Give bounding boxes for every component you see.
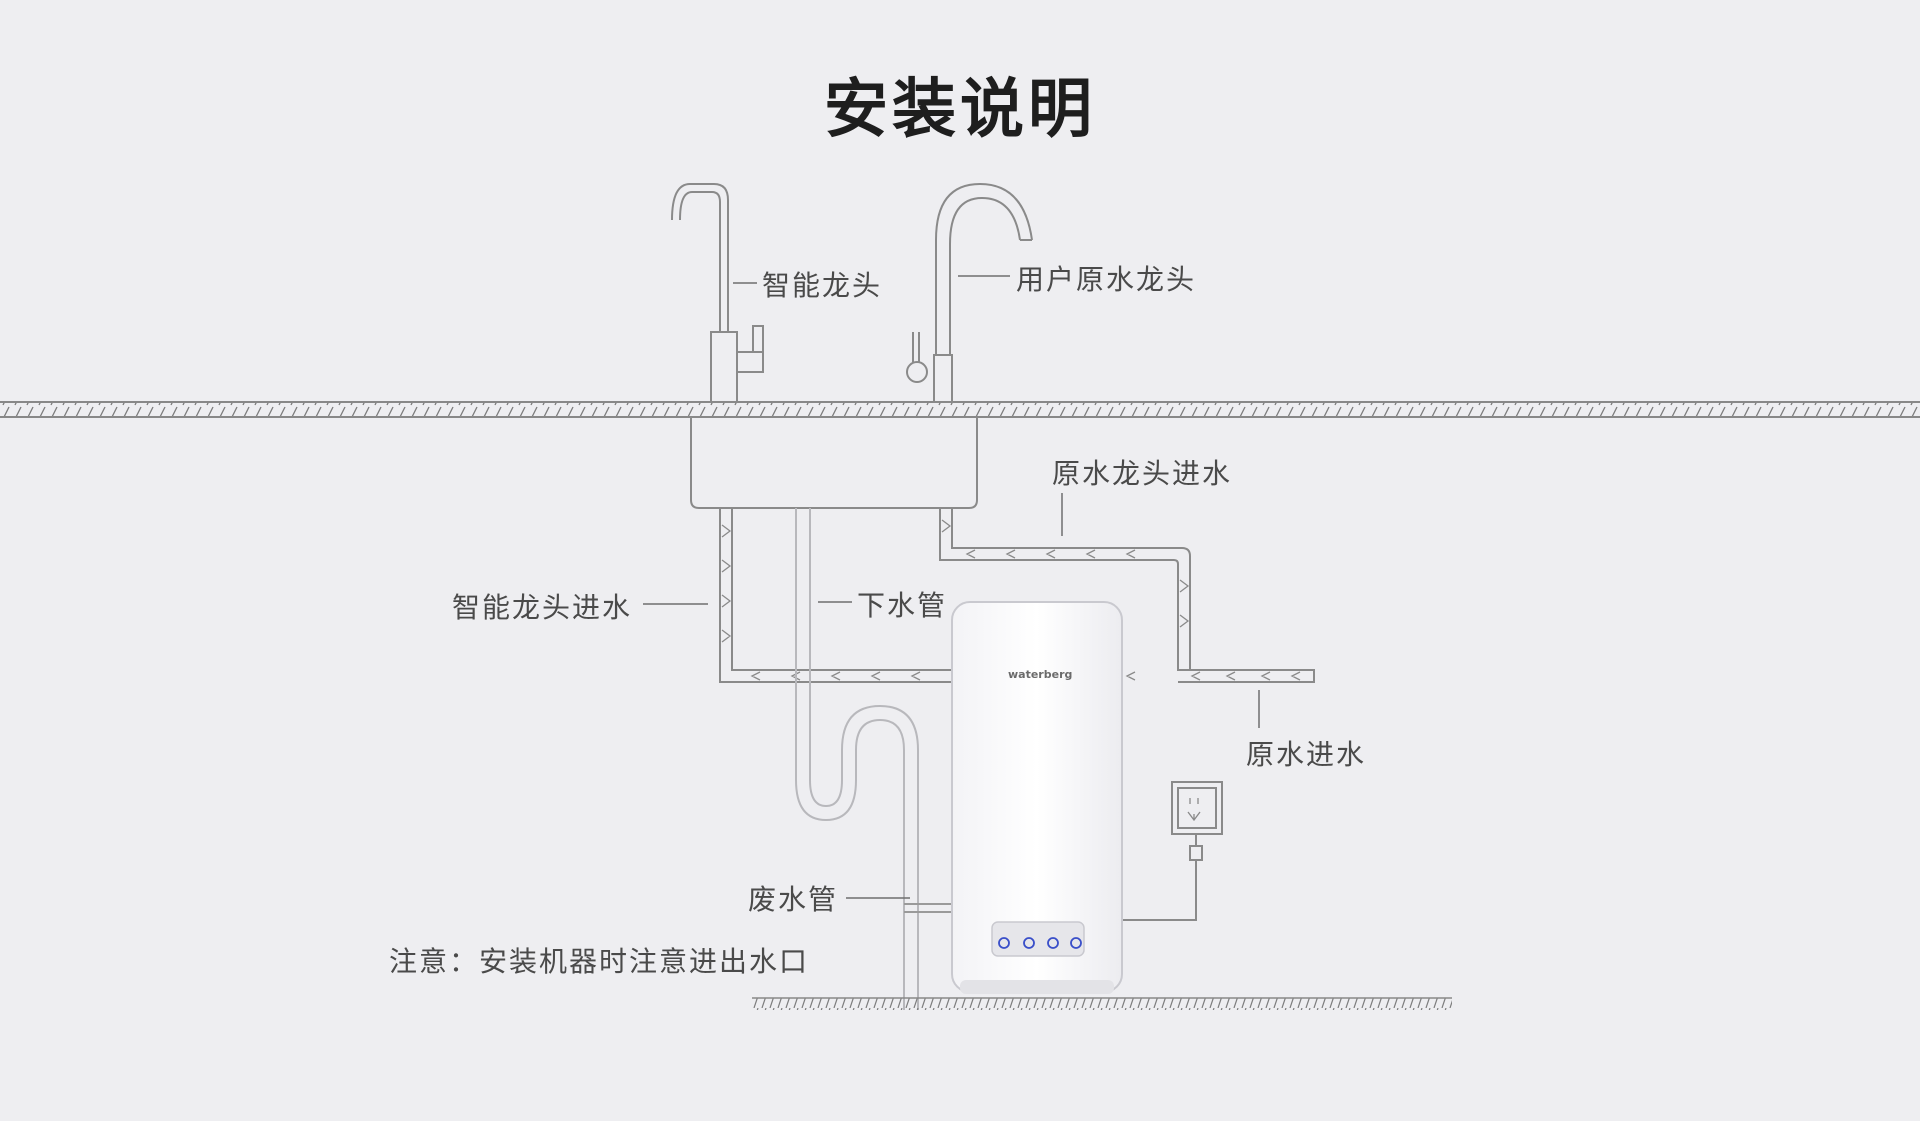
label-drain-pipe: 下水管 (857, 589, 948, 622)
user-faucet-icon (906, 182, 1033, 403)
countertop (0, 401, 1920, 418)
page-title: 安装说明 (824, 73, 1096, 147)
label-smart-faucet-inlet: 智能龙头进水 (452, 591, 633, 624)
smart-faucet-icon (671, 183, 764, 403)
drain-pipe (795, 508, 919, 1010)
installation-note: 注意：安装机器时注意进出水口 (389, 945, 810, 978)
label-raw-water-inlet: 原水进水 (1246, 738, 1367, 771)
brand-logo: waterberg (1008, 668, 1073, 681)
label-smart-faucet: 智能龙头 (762, 269, 883, 302)
sink-basin (690, 417, 978, 509)
floor (752, 997, 1452, 1010)
waste-pipe (904, 903, 955, 913)
label-waste-pipe: 废水管 (748, 883, 839, 916)
label-user-faucet: 用户原水龙头 (1016, 263, 1197, 296)
leader-lines (643, 275, 1260, 899)
smart-faucet-inlet-pipe (719, 508, 955, 683)
water-purifier-device (951, 601, 1123, 994)
raw-faucet-inlet-pipe (939, 508, 1315, 683)
power-socket-icon (1122, 781, 1223, 921)
control-buttons (998, 937, 1082, 949)
label-raw-faucet-inlet: 原水龙头进水 (1052, 457, 1233, 490)
